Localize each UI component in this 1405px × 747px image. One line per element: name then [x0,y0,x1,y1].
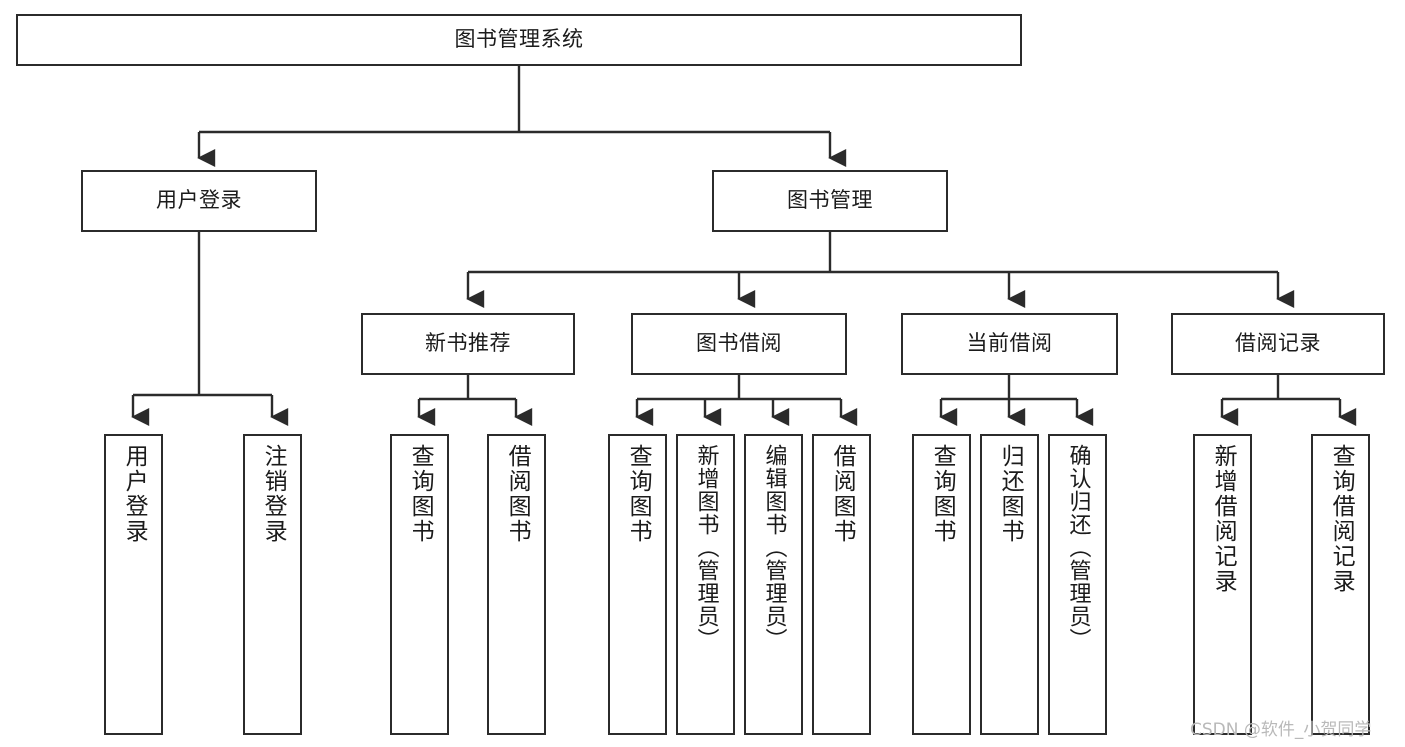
leaf-record-add-borrow-record[interactable]: 新增借阅记录 [1193,434,1252,735]
leaf-borrow-query-book[interactable]: 查询图书 [608,434,667,735]
leaf-record-query-borrow-record[interactable]: 查询借阅记录 [1311,434,1370,735]
node-label: 用户登录 [156,188,242,213]
node-label: 当前借阅 [966,331,1053,356]
leaf-current-confirm-return-admin[interactable]: 确认归还（管理员） [1048,434,1107,735]
node-label: 图书管理系统 [454,27,584,52]
leaf-current-query-book[interactable]: 查询图书 [912,434,971,735]
node-borrow-record[interactable]: 借阅记录 [1171,313,1385,375]
node-label: 确认归还（管理员） [1065,444,1091,651]
node-label: 借阅图书 [829,444,856,544]
node-user-login[interactable]: 用户登录 [81,170,317,232]
node-label: 借阅记录 [1235,331,1321,356]
node-label: 图书借阅 [696,331,782,356]
leaf-user-login[interactable]: 用户登录 [104,434,163,735]
node-current-borrow[interactable]: 当前借阅 [901,313,1118,375]
leaf-current-return-book[interactable]: 归还图书 [980,434,1039,735]
node-label: 注销登录 [260,444,287,544]
node-label: 新书推荐 [425,331,511,356]
node-label: 查询图书 [929,444,956,544]
leaf-recommend-query-book[interactable]: 查询图书 [390,434,449,735]
node-root-system[interactable]: 图书管理系统 [16,14,1022,66]
leaf-borrow-add-book-admin[interactable]: 新增图书（管理员） [676,434,735,735]
leaf-borrow-edit-book-admin[interactable]: 编辑图书（管理员） [744,434,803,735]
node-book-borrow[interactable]: 图书借阅 [631,313,847,375]
node-label: 新增图书（管理员） [693,444,719,651]
node-book-management[interactable]: 图书管理 [712,170,948,232]
node-label: 图书管理 [787,188,873,213]
leaf-recommend-borrow-book[interactable]: 借阅图书 [487,434,546,735]
node-label: 借阅图书 [504,444,531,544]
leaf-borrow-borrow-book[interactable]: 借阅图书 [812,434,871,735]
leaf-user-logout[interactable]: 注销登录 [243,434,302,735]
node-label: 查询借阅记录 [1328,444,1355,594]
node-new-book-recommend[interactable]: 新书推荐 [361,313,575,375]
node-label: 查询图书 [625,444,652,544]
node-label: 用户登录 [121,444,148,544]
node-label: 归还图书 [997,444,1024,544]
csdn-watermark: CSDN @软件_小贺同学 [1190,720,1372,740]
node-label: 新增借阅记录 [1210,444,1237,594]
node-label: 编辑图书（管理员） [761,444,787,651]
node-label: 查询图书 [407,444,434,544]
